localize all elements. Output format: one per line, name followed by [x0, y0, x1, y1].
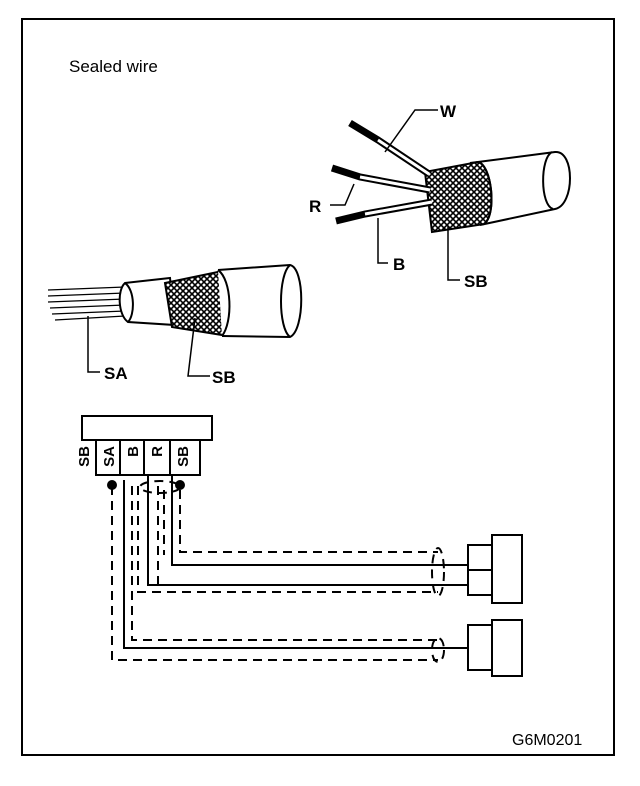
figure-code: G6M0201 [512, 732, 583, 749]
pin-label: B [125, 446, 142, 457]
connector [81, 415, 213, 476]
figure-frame [21, 18, 615, 756]
page-title: Sealed wire [69, 57, 158, 76]
label-w: W [440, 102, 457, 121]
right-connectors [467, 534, 523, 677]
label-left-sb: SB [212, 368, 236, 387]
pin-label: SB [76, 446, 93, 467]
top-cable [330, 109, 571, 281]
label-r: R [309, 197, 322, 216]
pin-label: SB [175, 446, 192, 467]
pin-label: SA [101, 446, 118, 467]
wiring-paths [107, 475, 470, 663]
label-sa: SA [104, 364, 128, 383]
label-b: B [393, 255, 406, 274]
left-cable [47, 263, 303, 377]
label-top-sb: SB [464, 272, 488, 291]
pin-label: R [149, 446, 166, 457]
